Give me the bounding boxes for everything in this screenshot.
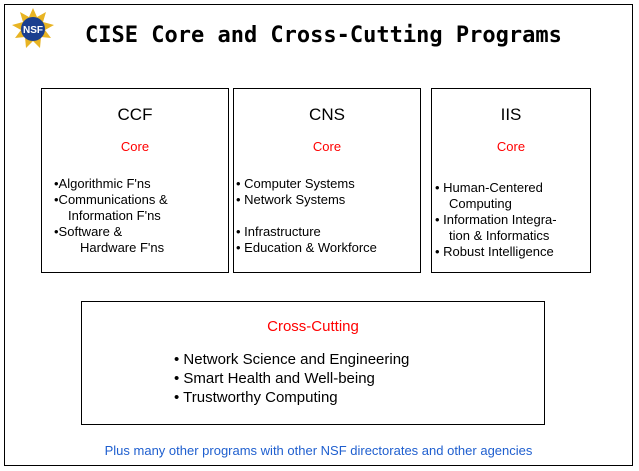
ccf-item: •Algorithmic F'ns [54,176,151,191]
iis-item: • Information Integra- [435,212,557,227]
cross-cutting-box: Cross-Cutting • Network Science and Engi… [81,301,545,425]
cns-items: • Computer Systems • Network Systems • I… [236,176,377,256]
cns-heading: CNS [309,105,345,124]
ccf-item: •Communications & [54,192,168,207]
cns-box: CNS Core • Computer Systems • Network Sy… [233,88,421,273]
slide: NSF CISE Core and Cross-Cutting Programs… [4,4,633,466]
cns-item: • Computer Systems [236,176,355,191]
cross-cutting-items: • Network Science and Engineering • Smar… [174,350,409,407]
nsf-logo-icon: NSF [12,8,54,48]
cns-item: • Network Systems [236,192,346,207]
ccf-heading: CCF [117,105,153,124]
cross-cutting-item: • Network Science and Engineering [174,351,410,368]
cns-item: • Infrastructure [236,224,321,239]
ccf-box: CCF Core •Algorithmic F'ns •Communicatio… [41,88,229,273]
cns-core-label: Core [312,139,342,154]
ccf-item: •Software & [54,224,123,239]
slide-title: CISE Core and Cross-Cutting Programs [85,23,562,48]
logo-text: NSF [23,25,43,36]
iis-heading: IIS [500,105,522,124]
cross-cutting-item: • Trustworthy Computing [174,389,338,406]
cross-cutting-item: • Smart Health and Well-being [174,370,375,387]
ccf-core-label: Core [120,139,150,154]
iis-item: tion & Informatics [449,228,550,243]
iis-item: • Robust Intelligence [435,244,554,259]
ccf-items: •Algorithmic F'ns •Communications & Info… [54,176,168,256]
cross-cutting-heading: Cross-Cutting [267,318,359,335]
iis-item: • Human-Centered [435,180,543,195]
iis-box: IIS Core • Human-Centered Computing • In… [431,88,591,273]
cns-item: • Education & Workforce [236,240,377,255]
iis-core-label: Core [496,139,526,154]
ccf-item: Information F'ns [68,208,161,223]
iis-items: • Human-Centered Computing • Information… [435,180,557,260]
ccf-item: Hardware F'ns [80,240,165,255]
footer-note: Plus many other programs with other NSF … [104,443,533,458]
iis-item: Computing [449,196,512,211]
